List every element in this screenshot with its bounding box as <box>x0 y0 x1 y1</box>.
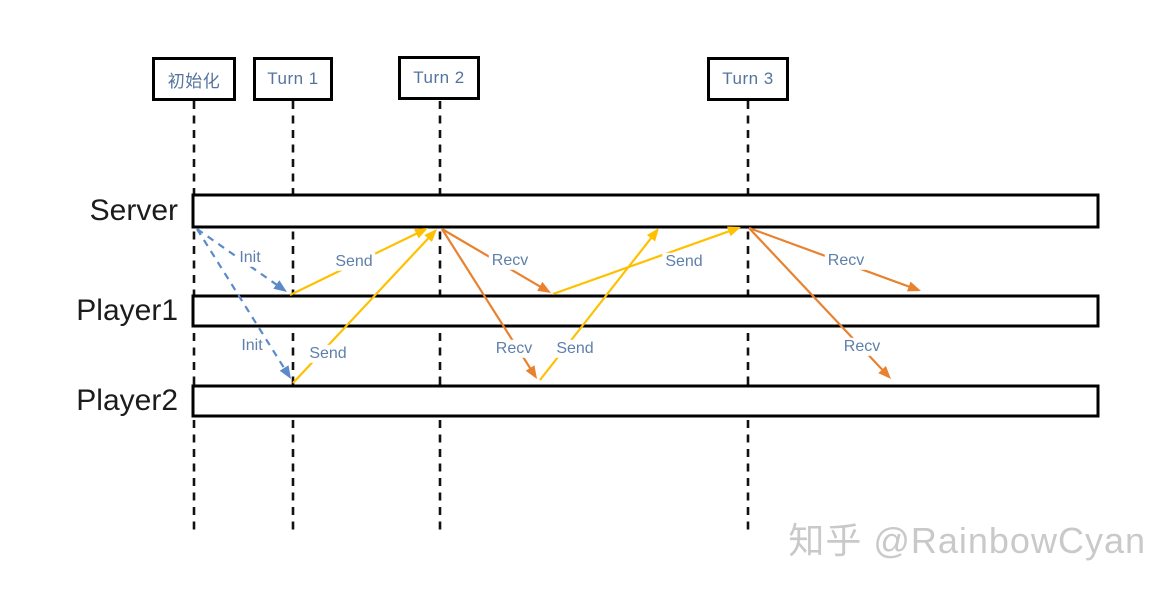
arrowhead-server-recv-player2-turn2 <box>525 365 537 379</box>
lane-label-server: Server <box>89 194 178 227</box>
arrow-label-server-recv-player2-turn2: Recv <box>492 339 536 359</box>
arrowhead-player1-send-turn3 <box>727 226 741 237</box>
arrow-label-init-to-player2: Init <box>238 336 266 356</box>
arrow-label-player1-send-turn2: Send <box>332 252 376 272</box>
arrow-label-player1-send-turn3: Send <box>662 252 706 272</box>
turn-box-turn-3: Turn 3 <box>707 57 789 101</box>
arrowhead-server-recv-player1-turn2 <box>537 281 551 293</box>
arrow-label-init-to-player1: Init <box>236 248 264 268</box>
lane-bar-player2 <box>191 384 1100 418</box>
turn-box-turn-2: Turn 2 <box>398 56 480 100</box>
arrow-line-init-to-player1 <box>196 228 282 289</box>
lane-bars <box>191 193 1100 418</box>
arrow-label-server-recv-player2-turn3: Recv <box>840 337 884 357</box>
arrowhead-player2-send-turn3 <box>646 228 659 242</box>
watermark: 知乎 @RainbowCyan <box>788 520 1146 561</box>
arrow-line-init-to-player2 <box>196 228 288 373</box>
arrow-label-server-recv-player1-turn3: Recv <box>824 251 868 271</box>
lane-label-player2: Player2 <box>76 384 178 417</box>
turn-box-init: 初始化 <box>152 57 236 101</box>
arrow-label-server-recv-player1-turn2: Recv <box>488 251 532 271</box>
lane-bar-server <box>191 193 1100 229</box>
lane-label-player1: Player1 <box>76 294 178 327</box>
arrow-init-to-player2 <box>196 228 291 379</box>
arrow-line-player1-send-turn3 <box>552 228 734 296</box>
arrowhead-player1-send-turn2 <box>414 228 428 239</box>
arrow-init-to-player1 <box>196 228 287 292</box>
arrowhead-server-recv-player2-turn3 <box>878 365 891 379</box>
turn-box-turn-1: Turn 1 <box>253 57 333 101</box>
arrowhead-player2-send-turn2 <box>424 229 437 243</box>
arrowhead-server-recv-player1-turn3 <box>907 281 921 292</box>
lane-bar-player1 <box>191 294 1100 328</box>
arrowhead-init-to-player1 <box>273 280 287 292</box>
arrow-label-player2-send-turn2: Send <box>306 344 350 364</box>
arrow-player1-send-turn3 <box>552 226 741 296</box>
arrow-label-player2-send-turn3: Send <box>553 339 597 359</box>
arrowhead-init-to-player2 <box>279 365 291 379</box>
